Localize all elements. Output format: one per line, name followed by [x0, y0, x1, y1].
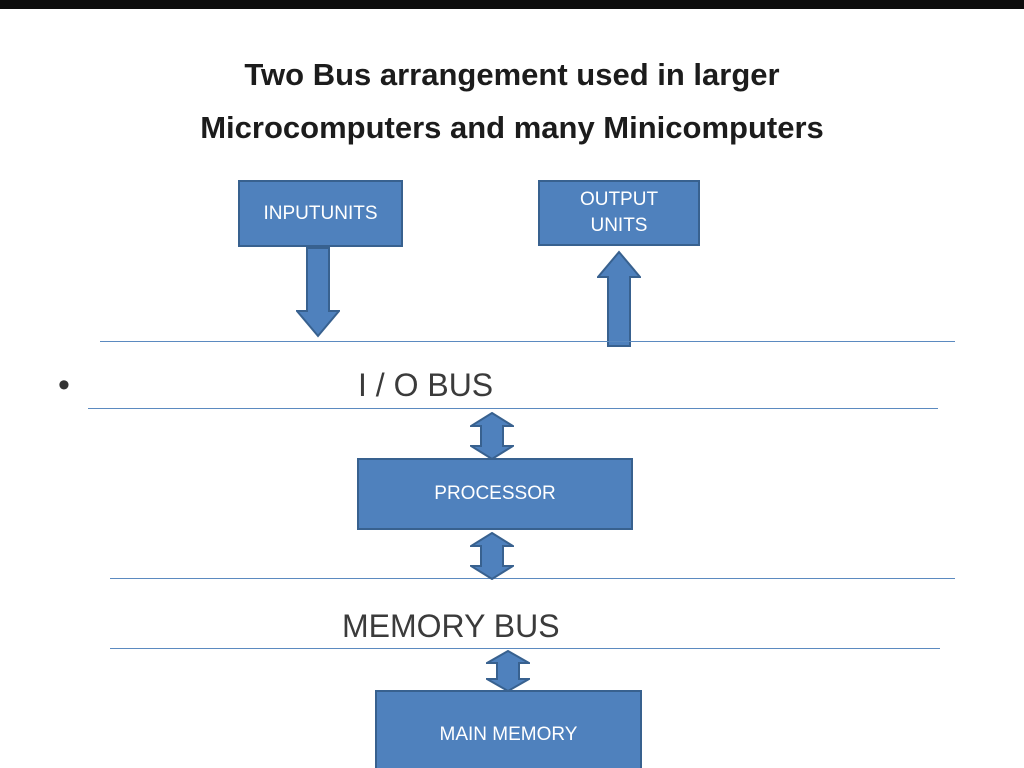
- io-bus-line-bottom: [88, 408, 938, 409]
- bullet-point: •: [58, 366, 70, 404]
- input-units-label: INPUTUNITS: [263, 202, 378, 224]
- output-units-label-line2: UNITS: [590, 215, 648, 236]
- memory-bus-line-top: [110, 578, 955, 579]
- io-bus-label: I / O BUS: [358, 367, 494, 403]
- arrow-input-to-io-bus-icon: [296, 247, 340, 338]
- processor-label: PROCESSOR: [434, 483, 556, 504]
- memory-bus-label: MEMORY BUS: [342, 608, 560, 644]
- main-memory-box: MAIN MEMORY: [375, 690, 642, 768]
- arrow-memory-bus-main-memory-icon: [486, 650, 530, 692]
- output-units-box: OUTPUT UNITS: [538, 180, 700, 246]
- output-units-label: OUTPUT UNITS: [580, 187, 658, 239]
- memory-bus-line-bottom: [110, 648, 940, 649]
- arrow-io-bus-processor-icon: [470, 412, 514, 460]
- slide-title: Two Bus arrangement used in larger Micro…: [0, 48, 1024, 154]
- slide-title-line2: Microcomputers and many Minicomputers: [200, 110, 824, 145]
- arrow-io-bus-to-output-icon: [597, 250, 641, 347]
- io-bus-line-top: [100, 341, 955, 342]
- arrow-processor-memory-bus-icon: [470, 532, 514, 580]
- input-units-box: INPUTUNITS: [238, 180, 403, 247]
- output-units-label-line1: OUTPUT: [579, 189, 659, 210]
- processor-box: PROCESSOR: [357, 458, 633, 530]
- slide-title-line1: Two Bus arrangement used in larger: [244, 57, 780, 92]
- main-memory-label: MAIN MEMORY: [439, 724, 578, 745]
- slide-top-border: [0, 0, 1024, 9]
